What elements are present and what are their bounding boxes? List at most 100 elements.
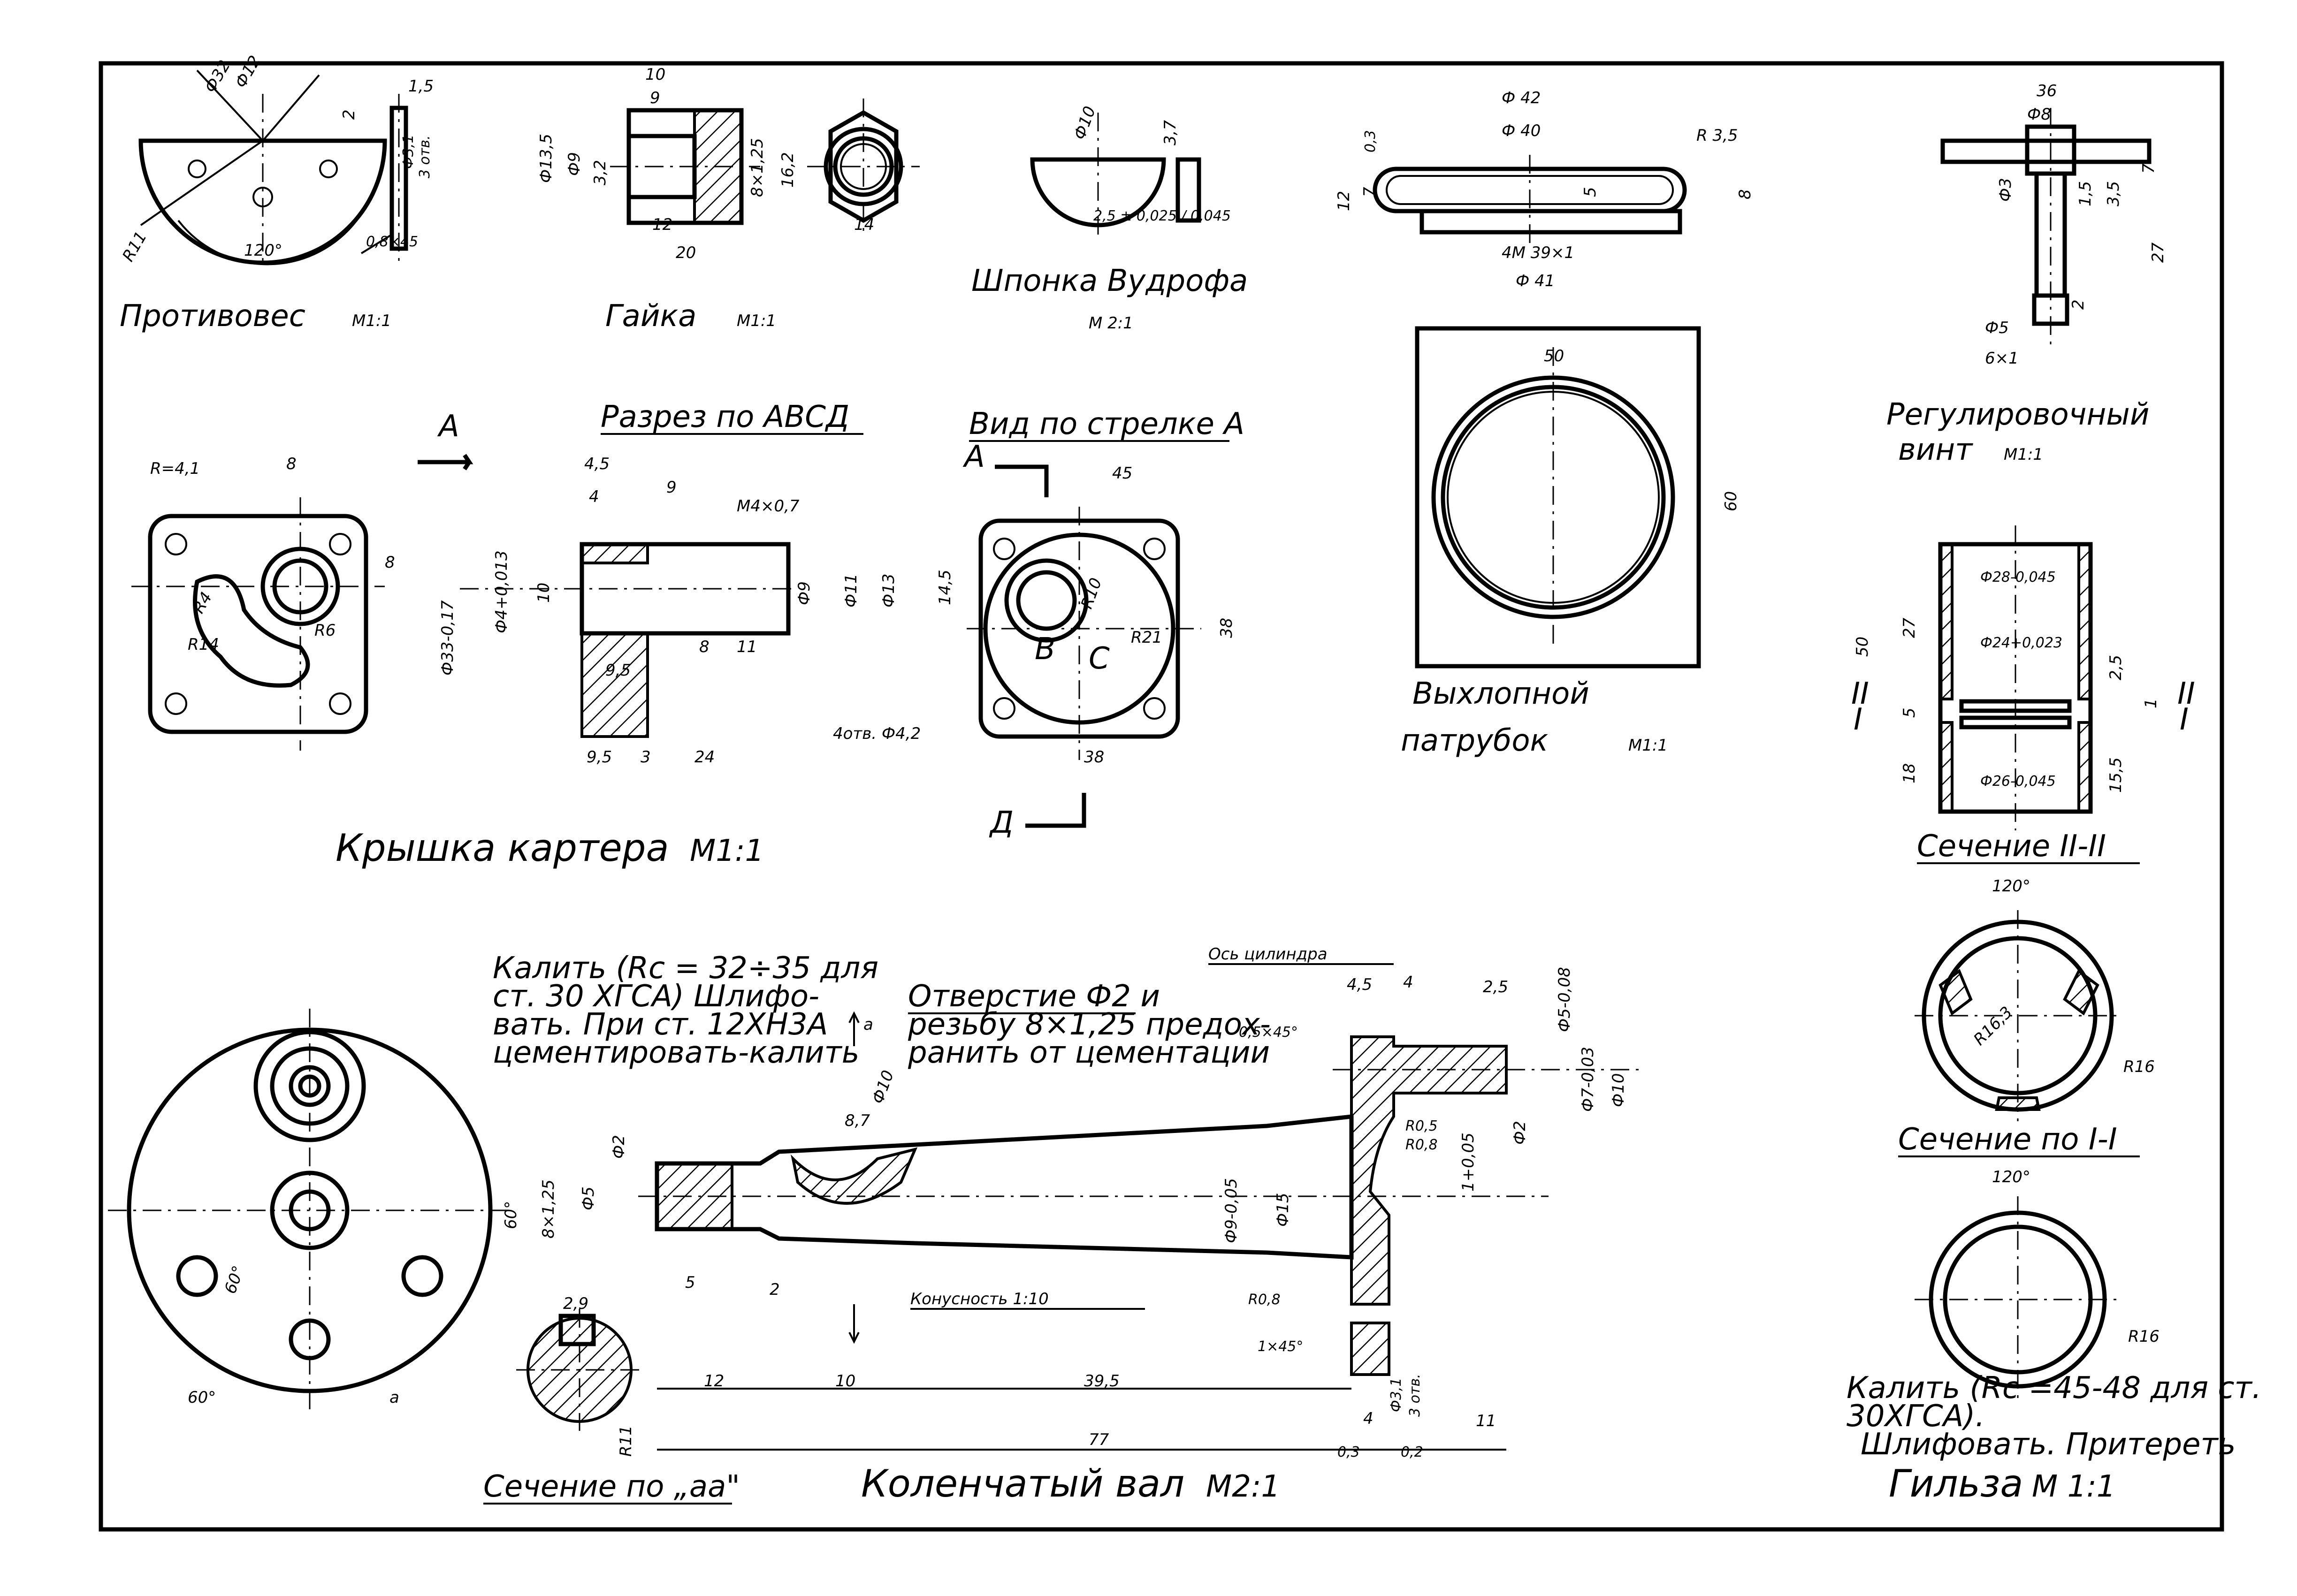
cs-dim-8-7: 8,7 [845,1111,870,1130]
sl-sec2-r16-3: R16,3 [1970,1003,2016,1049]
sl-mark-i-left: I [1854,702,1862,737]
sl-note-3: Шлифовать. Притереть [1861,1427,2236,1462]
sl-dim-50: 50 [1853,637,1872,657]
scr-dim-d8: Ф8 [2027,105,2051,124]
cs-dim-d7: Ф7-0,03 [1579,1047,1597,1112]
sl-sec2-r16: R16 [2123,1057,2155,1076]
cc-view-r21: R21 [1131,628,1162,647]
cc-view-45: 45 [1112,464,1132,483]
key-label: Шпонка Вудрофа [971,264,1248,298]
cs-dim-2-5: 2,5 [1483,978,1508,996]
cc-sec-thread: М4×0,7 [737,497,800,516]
cs-dim-d2b: Ф2 [1511,1121,1529,1145]
counterweight-drawing: Ф32 Ф12 1,5 2 Ф3,1 3 отв. R11 120° 0,8×4… [119,53,434,334]
cs-end-60a: 60° [188,1388,216,1407]
cs-section-aa: Сечение по „аа" [483,1469,740,1504]
cc-dim-r6: R6 [314,621,336,640]
cc-dim-8a: 8 [286,455,297,473]
cs-dim-d10b: Ф10 [1609,1073,1628,1107]
cs-label: Коленчатый вал [861,1462,1184,1505]
sl-dim-d26: Ф26-0,045 [1980,773,2056,790]
exhaust-pipe-drawing: Ф 42 Ф 40 R 3,5 0,3 12 7 5 8 4М 39×1 Ф 4… [1335,89,1755,758]
nut-dim-10: 10 [645,65,665,84]
cc-view-38a: 38 [1217,618,1236,638]
cw-dim-d12: Ф12 [231,53,265,91]
cw-dim-d3-1: Ф3,1 [400,134,417,169]
cc-arrow-a-label: А [437,409,459,444]
cc-sec-24: 24 [694,748,715,767]
cs-note1-2: ст. 30 ХГСА) Шлифо- [493,979,819,1014]
sl-sec1-120: 120° [1992,1168,2030,1186]
scr-dim-2: 2 [2069,299,2088,310]
cs-dim-d10: Ф10 [869,1068,898,1106]
cs-dim-4-5: 4,5 [1347,975,1372,994]
exh-dim-thread: 4М 39×1 [1502,243,1574,262]
sl-section1-title: Сечение по I-I [1898,1122,2117,1157]
exh-label-1: Выхлопной [1412,676,1589,711]
cs-dim-thread: 8×1,25 [539,1179,558,1239]
key-dim-3-7: 3,7 [1161,120,1180,145]
sl-label: Гильза [1889,1462,2023,1505]
sl-dim-2-5: 2,5 [2106,655,2125,680]
cw-dim-3holes: 3 отв. [417,135,433,178]
cs-dim-11: 11 [1476,1412,1496,1430]
scr-dim-thread: 6×1 [1985,349,2019,368]
cc-view-holes: 4отв. Ф4,2 [833,724,921,743]
nut-dim-d13-5: Ф13,5 [537,134,556,183]
cs-aa-2-9: R11 [617,1425,635,1457]
cs-note2-1: Отверстие Ф2 и [908,979,1160,1014]
cc-sec-d33: Ф33-0,17 [438,600,457,676]
cc-view-title: Вид по стрелке А [969,407,1244,441]
nut-drawing: 10 9 Ф13,5 Ф9 3,2 8×1,25 16,2 12 20 14 Г… [537,65,920,334]
cc-scale: М1:1 [690,834,764,868]
cs-note2-3: ранить от цементации [908,1035,1270,1070]
scr-dim-d5: Ф5 [1985,319,2009,337]
sl-dim-15-5: 15,5 [2106,757,2125,793]
crankcase-cover-drawing: R=4,1 8 8 R4 R14 R6 А Разрез по АВСД 4,5… [131,400,1244,870]
cs-dim-r0-8b: R0,8 [1248,1292,1281,1308]
cs-dim-d5: Ф5 [579,1186,598,1210]
cs-dim-d5-08: Ф5-0,08 [1555,967,1574,1032]
cs-dim-chamfer: 0,5×45° [1239,1024,1298,1041]
adjusting-screw-drawing: 36 Ф8 Ф3 1,5 3,5 27 Ф5 2 6×1 7 Регулиров… [1886,82,2167,467]
nut-dim-9: 9 [650,89,660,107]
exh-dim-8: 8 [1736,189,1755,199]
exh-dim-0-3: 0,3 [1362,130,1379,152]
cs-dim-12: 12 [704,1372,724,1391]
scr-dim-d3: Ф3 [1996,178,2015,202]
cc-dim-8b: 8 [385,553,395,572]
scr-dim-27: 27 [2149,242,2167,263]
cs-dim-r0-5: R0,5 [1405,1118,1438,1134]
cc-dim-r4: R4 [189,589,216,616]
sl-scale: М 1:1 [2032,1469,2116,1504]
cc-sec-4-5: 4,5 [584,455,610,473]
cc-sec-8: 8 [699,638,710,656]
sl-dim-18: 18 [1900,763,1919,783]
cc-sec-9-5b: 9,5 [587,748,612,767]
cc-sec-11: 11 [737,638,757,656]
nut-dim-d9: Ф9 [565,152,584,176]
sl-mark-ii-left: II [1851,676,1869,711]
cs-dim-d2: Ф2 [610,1135,628,1159]
sl-sec2-120: 120° [1992,877,2030,896]
exh-dim-7: 7 [1360,187,1379,197]
cs-dim-d3-1: Ф3,1 [1388,1377,1404,1412]
cs-dim-4b: 4 [1363,1409,1374,1428]
sl-dim-5: 5 [1900,707,1919,718]
exh-label-2: патрубок [1401,723,1548,758]
exh-scale: М1:1 [1628,736,1668,755]
cs-note1-3: вать. При ст. 12ХН3А [493,1007,828,1042]
cs-note2-2: резьбу 8×1,25 предох- [908,1007,1271,1042]
cs-aa-2-5: 2,9 [563,1294,588,1313]
cs-note1-4: цементировать-калить [493,1035,860,1070]
exh-dim-r3-5: R 3,5 [1696,126,1738,145]
scr-dim-7: 7 [2139,163,2158,174]
cs-dim-4: 4 [1403,973,1413,992]
cc-view-38b: 38 [1084,748,1104,767]
exh-dim-12: 12 [1335,191,1353,211]
cc-sec-d11: Ф11 [842,573,861,608]
exh-dim-d40: Ф 40 [1502,122,1541,140]
nut-dim-14: 14 [854,215,874,234]
nut-dim-12: 12 [652,215,672,234]
